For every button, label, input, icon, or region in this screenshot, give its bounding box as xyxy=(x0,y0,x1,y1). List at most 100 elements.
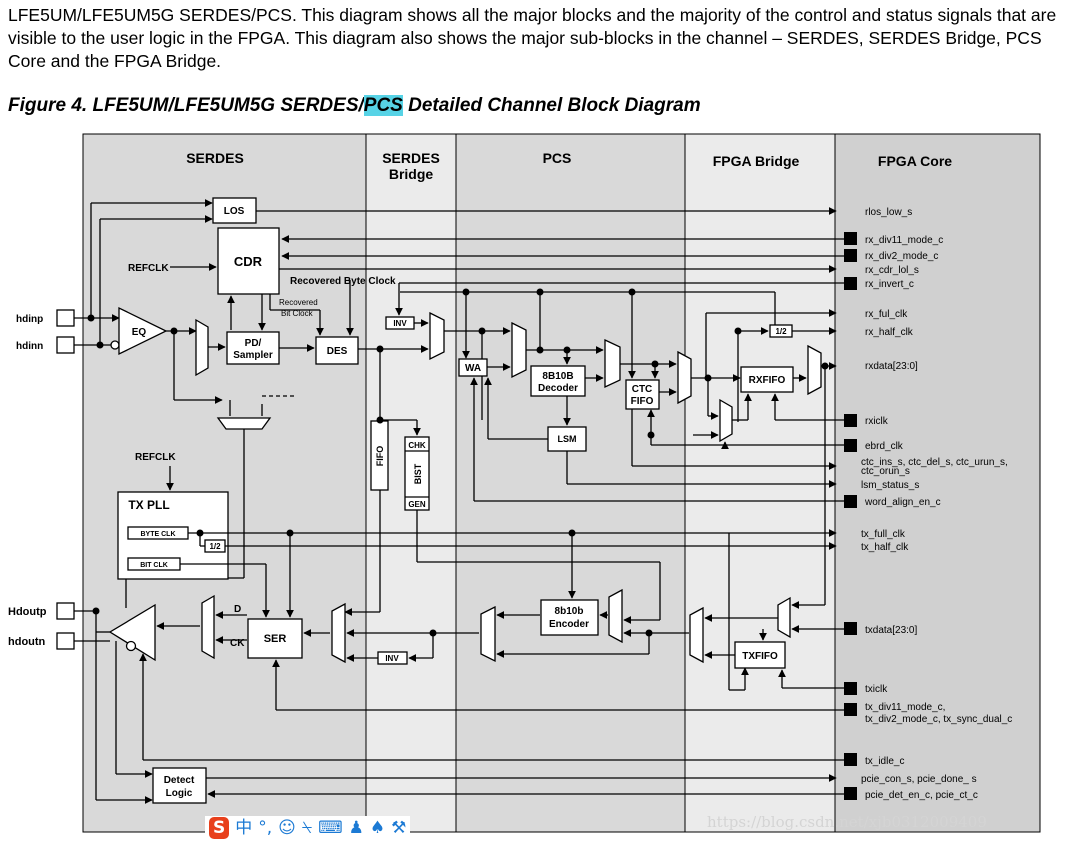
skin-icon[interactable]: ♠ xyxy=(369,818,386,838)
rx-mux-7 xyxy=(719,398,733,443)
figure-title-suffix: Detailed Channel Block Diagram xyxy=(402,95,701,116)
wa-label: WA xyxy=(465,363,481,374)
hdoutn-pad xyxy=(56,632,75,650)
sogou-logo-icon[interactable]: S xyxy=(209,817,230,839)
chk-label: CHK xyxy=(408,441,426,450)
punctuation-icon[interactable]: °, xyxy=(258,818,273,838)
emoji-icon[interactable]: ☺ xyxy=(278,818,296,838)
los-block xyxy=(212,197,257,224)
signal-tx-full-clk: tx_full_clk xyxy=(861,529,906,540)
keyboard-icon[interactable]: ⌨ xyxy=(318,818,343,838)
signal-tx-div11-mode-c: tx_div11_mode_c, xyxy=(865,702,945,713)
fpga-core-header: FPGA Core xyxy=(878,153,952,169)
signal-rx-half-clk: rx_half_clk xyxy=(865,327,914,338)
signal-rxdata: rxdata[23:0] xyxy=(865,361,918,372)
tx-mux-1 xyxy=(201,594,215,660)
decoder-label-2: Decoder xyxy=(538,383,578,394)
refclk-pll-label: REFCLK xyxy=(135,452,176,463)
signal-pcie-con-s: pcie_con_s, pcie_done_ s xyxy=(861,774,977,785)
signal-txiclk: txiclk xyxy=(865,684,888,695)
rx-mux-6 xyxy=(807,344,822,396)
clk-mux xyxy=(216,417,272,430)
hdoutn-label: hdoutn xyxy=(8,636,46,648)
cdr-block xyxy=(217,227,280,295)
recovered-bit-label-1: Recovered xyxy=(279,298,318,307)
detect-logic-block xyxy=(152,767,207,804)
figure-title: Figure 4. LFE5UM/LFE5UM5G SERDES/PCS Det… xyxy=(8,95,701,117)
rx-mux-1 xyxy=(195,318,209,377)
rx-mux-5 xyxy=(677,350,692,405)
ime-toolbar: S 中 °, ☺ ⍀ ⌨ ♟ ♠ ⚒ xyxy=(205,816,411,840)
pcs-header: PCS xyxy=(543,150,572,166)
fpga-core-section xyxy=(834,133,1041,833)
hdinn-label: hdinn xyxy=(16,341,43,352)
hdinp-pad xyxy=(56,309,75,327)
byteclk-label: BYTE CLK xyxy=(141,531,176,538)
des-block xyxy=(315,336,359,365)
txpll-label: TX PLL xyxy=(128,498,169,512)
signal-ctc-status-1: ctc_ins_s, ctc_del_s, ctc_urun_s, xyxy=(861,457,1008,468)
rxfifo-label: RXFIFO xyxy=(749,375,786,386)
signal-ctc-status-2: ctc_orun_s xyxy=(861,466,910,477)
tools-icon[interactable]: ⚒ xyxy=(391,818,407,838)
voice-icon[interactable]: ⍀ xyxy=(301,818,313,838)
bist-block xyxy=(404,436,430,511)
signal-tx-idle-c: tx_idle_c xyxy=(865,756,904,767)
inv-rx-label: INV xyxy=(393,319,407,328)
eq-label: EQ xyxy=(132,327,147,338)
pd-label-2: Sampler xyxy=(233,350,273,361)
decoder-label-1: 8B10B xyxy=(542,371,573,382)
hdoutp-pad xyxy=(56,602,75,620)
detect-label-1: Detect xyxy=(164,775,195,786)
signal-ebrd-clk: ebrd_clk xyxy=(865,441,904,452)
refclk-top-label: REFCLK xyxy=(128,263,169,274)
hdinn-pad xyxy=(56,336,75,354)
hdoutp-label: Hdoutp xyxy=(8,606,47,618)
signal-word-align-en-c: word_align_en_c xyxy=(864,497,941,508)
rx-mux-2 xyxy=(429,311,445,361)
signal-lsm-status-s: lsm_status_s xyxy=(861,480,919,491)
eq-block xyxy=(118,306,168,356)
encoder-label-2: Encoder xyxy=(549,619,589,630)
cdr-label: CDR xyxy=(234,254,263,269)
rxfifo-block xyxy=(740,366,794,393)
intro-paragraph: LFE5UM/LFE5UM5G SERDES/PCS. This diagram… xyxy=(8,5,1057,71)
user-icon[interactable]: ♟ xyxy=(348,818,364,838)
decoder-block xyxy=(530,365,586,397)
los-label: LOS xyxy=(224,206,245,217)
ser-label: SER xyxy=(264,633,287,645)
signal-rx-cdr-lol-s: rx_cdr_lol_s xyxy=(865,265,919,276)
signal-rx-invert-c: rx_invert_c xyxy=(865,279,914,290)
pd-sampler-block xyxy=(226,331,280,365)
recovered-bit-label-2: Bit Clock xyxy=(281,309,314,318)
rx-mux-4 xyxy=(604,338,621,389)
encoder-block xyxy=(540,599,599,636)
signal-rx-ful-clk: rx_ful_clk xyxy=(865,309,908,320)
hdinp-label: hdinp xyxy=(16,314,43,325)
serdes-header: SERDES xyxy=(186,150,244,166)
figure-title-prefix: Figure 4. LFE5UM/LFE5UM5G SERDES/ xyxy=(8,95,364,116)
bist-label: BIST xyxy=(413,463,423,484)
inv-tx-label: INV xyxy=(385,654,399,663)
figure-title-highlight: PCS xyxy=(363,95,403,116)
recovered-byte-label: Recovered Byte Clock xyxy=(290,276,396,287)
gen-label: GEN xyxy=(408,500,426,509)
lsm-label: LSM xyxy=(558,434,577,444)
des-label: DES xyxy=(327,346,348,357)
half-rx-label: 1/2 xyxy=(775,327,787,336)
tx-mux-4 xyxy=(608,588,623,644)
signal-rx-div11-mode-c: rx_div11_mode_c xyxy=(865,235,943,246)
ctc-label-2: FIFO xyxy=(631,396,654,407)
signal-tx-div2-mode-c: tx_div2_mode_c, tx_sync_dual_c xyxy=(865,714,1012,725)
chinese-mode-icon[interactable]: 中 xyxy=(235,818,253,838)
detect-label-2: Logic xyxy=(166,788,193,799)
half-tx-label: 1/2 xyxy=(209,542,221,551)
lsm-block xyxy=(547,426,587,452)
signal-pcie-det-en-c: pcie_det_en_c, pcie_ct_c xyxy=(865,790,978,801)
txfifo-block xyxy=(734,641,786,669)
fpga-bridge-section xyxy=(684,133,836,833)
signal-txdata: txdata[23:0] xyxy=(865,625,917,636)
ck-label: CK xyxy=(230,638,245,649)
tx-mux-2 xyxy=(331,602,346,664)
